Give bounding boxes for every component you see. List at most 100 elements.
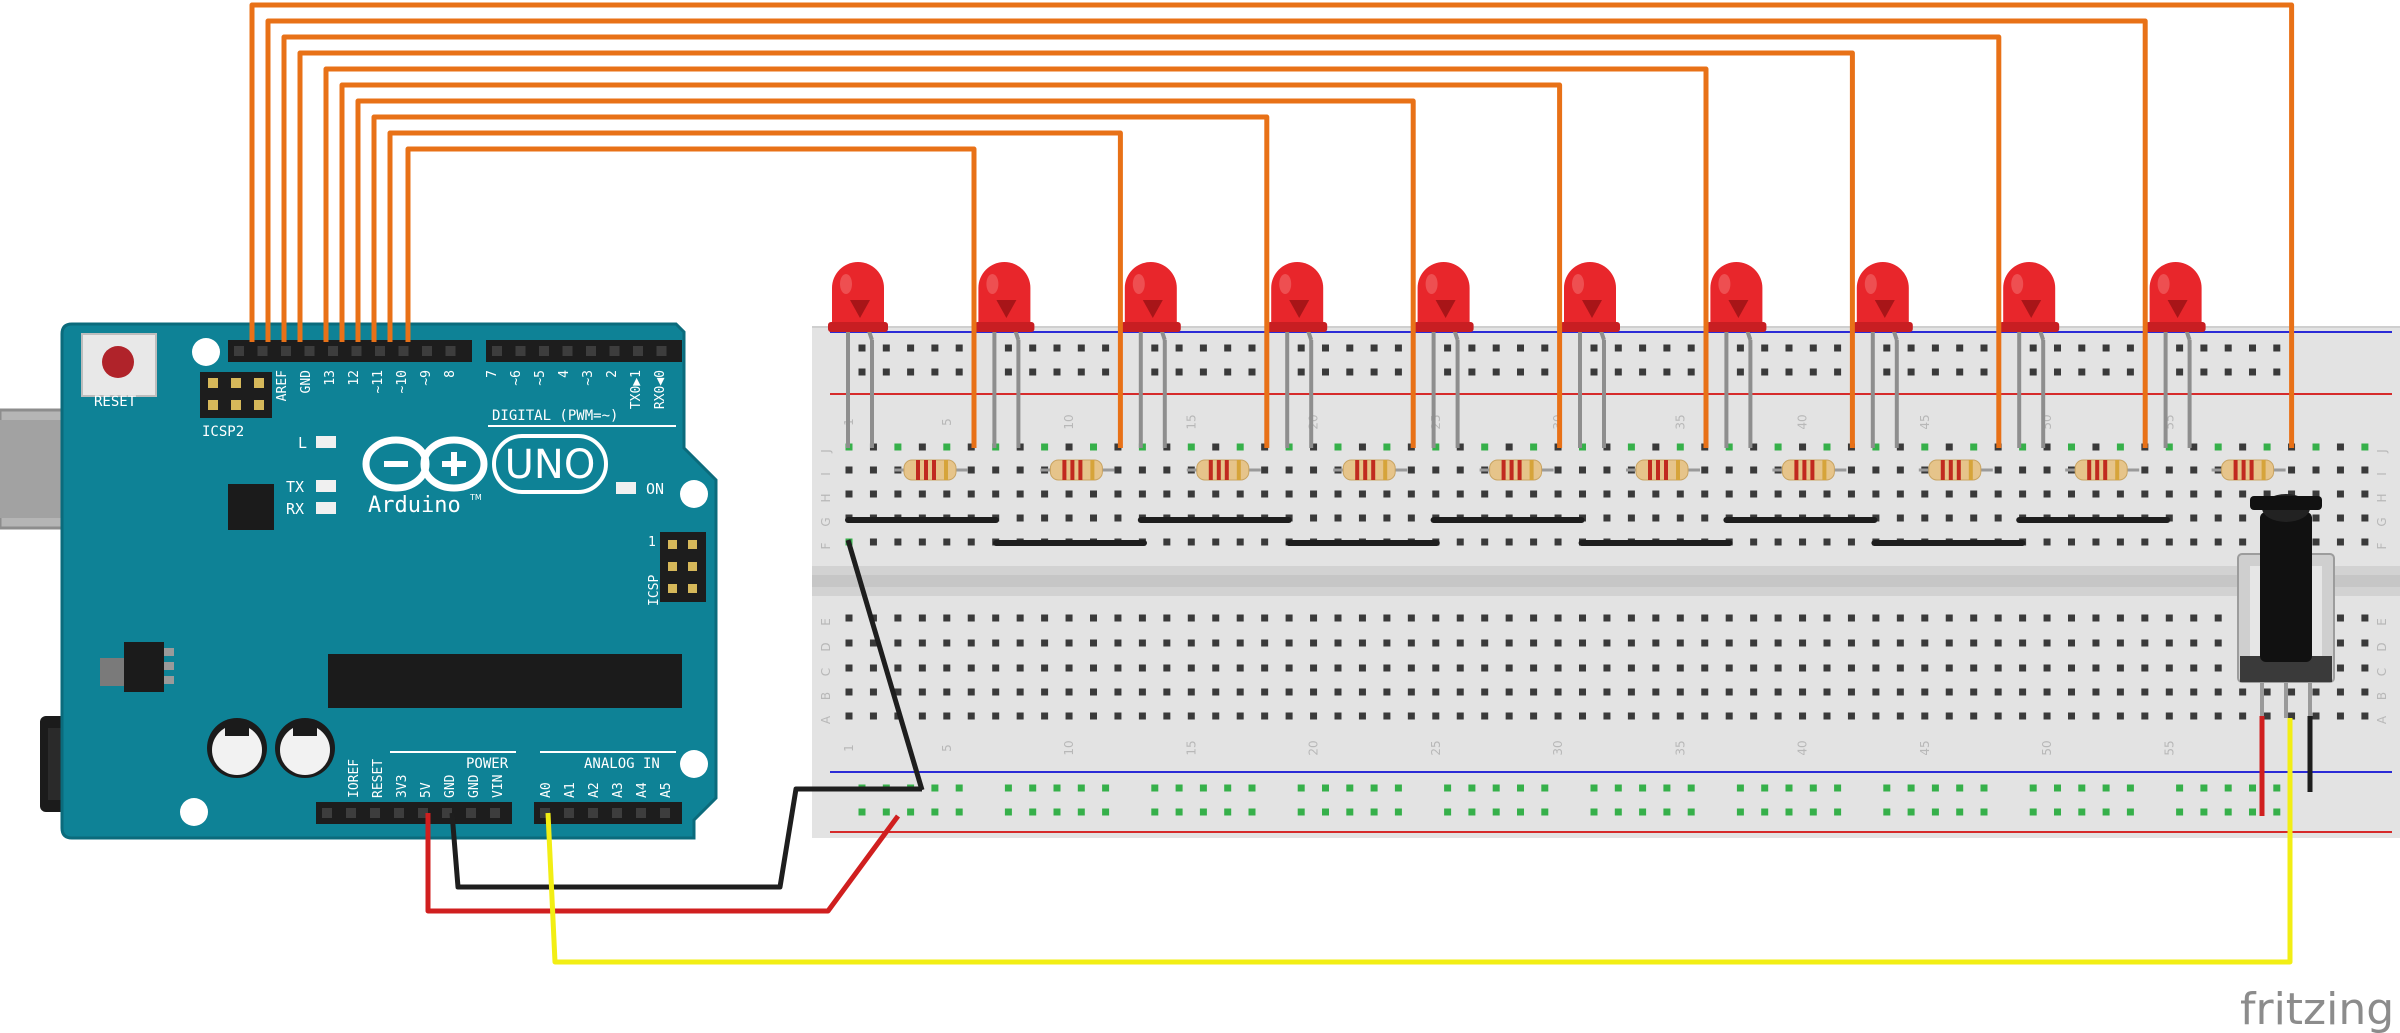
breadboard-hole[interactable] xyxy=(2116,443,2124,451)
breadboard-hole[interactable] xyxy=(2068,614,2075,622)
rail-hole[interactable] xyxy=(1077,368,1085,376)
breadboard-hole[interactable] xyxy=(992,712,1000,720)
breadboard-hole[interactable] xyxy=(2288,712,2296,720)
breadboard-hole[interactable] xyxy=(2190,712,2198,720)
rail-hole[interactable] xyxy=(1541,344,1549,352)
breadboard-hole[interactable] xyxy=(1896,514,1904,522)
breadboard-hole[interactable] xyxy=(2165,614,2173,622)
rail-hole[interactable] xyxy=(1346,808,1354,816)
digital-header-pin[interactable] xyxy=(656,346,667,356)
breadboard-hole[interactable] xyxy=(1994,514,2002,522)
breadboard-hole[interactable] xyxy=(1212,443,1220,451)
rail-hole[interactable] xyxy=(2176,808,2184,816)
breadboard-hole[interactable] xyxy=(1676,443,1684,451)
breadboard-hole[interactable] xyxy=(2263,443,2271,451)
power-header-pin[interactable] xyxy=(346,808,356,818)
rail-hole[interactable] xyxy=(858,344,866,352)
breadboard-hole[interactable] xyxy=(2190,614,2198,622)
breadboard-hole[interactable] xyxy=(1750,490,1758,498)
breadboard-hole[interactable] xyxy=(1138,614,1146,622)
breadboard-hole[interactable] xyxy=(1994,664,2002,672)
breadboard-hole[interactable] xyxy=(1627,639,1635,647)
breadboard-hole[interactable] xyxy=(1750,614,1758,622)
breadboard-hole[interactable] xyxy=(2312,538,2320,546)
rail-hole[interactable] xyxy=(1029,808,1037,816)
rail-hole[interactable] xyxy=(2249,784,2256,792)
rail-hole[interactable] xyxy=(2126,344,2134,352)
breadboard-hole[interactable] xyxy=(1456,443,1464,451)
rail-hole[interactable] xyxy=(2054,808,2061,816)
rail-hole[interactable] xyxy=(1004,344,1012,352)
digital-header-pin[interactable] xyxy=(492,346,502,356)
breadboard-hole[interactable] xyxy=(1212,538,1220,546)
breadboard-hole[interactable] xyxy=(2043,490,2051,498)
breadboard-hole[interactable] xyxy=(1065,490,1073,498)
breadboard-hole[interactable] xyxy=(1358,490,1366,498)
breadboard-hole[interactable] xyxy=(1041,688,1049,696)
breadboard-hole[interactable] xyxy=(1383,514,1391,522)
rail-hole[interactable] xyxy=(2126,368,2134,376)
power-header-pin[interactable] xyxy=(394,808,404,818)
breadboard-hole[interactable] xyxy=(1896,443,1904,451)
breadboard-hole[interactable] xyxy=(1847,538,1855,546)
breadboard-hole[interactable] xyxy=(1481,688,1489,696)
rail-hole[interactable] xyxy=(907,368,915,376)
rail-hole[interactable] xyxy=(1175,784,1183,792)
rail-hole[interactable] xyxy=(1492,344,1500,352)
breadboard-hole[interactable] xyxy=(967,538,975,546)
breadboard-hole[interactable] xyxy=(1187,490,1195,498)
rail-hole[interactable] xyxy=(2273,784,2281,792)
breadboard-hole[interactable] xyxy=(2019,443,2027,451)
breadboard-hole[interactable] xyxy=(1261,614,1269,622)
breadboard-hole[interactable] xyxy=(2214,443,2222,451)
rail-hole[interactable] xyxy=(1639,344,1647,352)
rail-hole[interactable] xyxy=(2102,784,2110,792)
breadboard-hole[interactable] xyxy=(1847,466,1855,474)
breadboard-hole[interactable] xyxy=(1187,664,1195,672)
breadboard-hole[interactable] xyxy=(2068,688,2075,696)
breadboard-hole[interactable] xyxy=(1383,614,1391,622)
breadboard-hole[interactable] xyxy=(992,664,1000,672)
breadboard-hole[interactable] xyxy=(1994,614,2002,622)
breadboard-hole[interactable] xyxy=(1285,688,1293,696)
breadboard-hole[interactable] xyxy=(2214,664,2222,672)
breadboard-hole[interactable] xyxy=(2214,614,2222,622)
breadboard-hole[interactable] xyxy=(1016,639,1024,647)
rail-hole[interactable] xyxy=(1809,808,1817,816)
breadboard-hole[interactable] xyxy=(1652,688,1660,696)
breadboard-hole[interactable] xyxy=(1774,490,1782,498)
rail-hole[interactable] xyxy=(882,368,890,376)
rail-hole[interactable] xyxy=(1907,808,1915,816)
breadboard-hole[interactable] xyxy=(1114,639,1122,647)
breadboard-hole[interactable] xyxy=(1725,664,1733,672)
rail-hole[interactable] xyxy=(1151,368,1159,376)
rail-hole[interactable] xyxy=(1785,784,1793,792)
breadboard-hole[interactable] xyxy=(1163,664,1171,672)
rail-hole[interactable] xyxy=(1639,784,1647,792)
breadboard-hole[interactable] xyxy=(1163,712,1171,720)
breadboard-hole[interactable] xyxy=(1310,514,1318,522)
breadboard-hole[interactable] xyxy=(1456,614,1464,622)
breadboard-hole[interactable] xyxy=(1261,639,1269,647)
breadboard-hole[interactable] xyxy=(1358,712,1366,720)
rail-hole[interactable] xyxy=(907,344,915,352)
breadboard-hole[interactable] xyxy=(2068,639,2075,647)
breadboard-hole[interactable] xyxy=(2092,443,2100,451)
rail-hole[interactable] xyxy=(1663,784,1671,792)
rail-hole[interactable] xyxy=(2102,368,2110,376)
rail-hole[interactable] xyxy=(2224,808,2232,816)
breadboard-hole[interactable] xyxy=(1970,514,1978,522)
breadboard-hole[interactable] xyxy=(2312,712,2320,720)
breadboard-hole[interactable] xyxy=(1627,712,1635,720)
breadboard-hole[interactable] xyxy=(1212,614,1220,622)
digital-header-pin[interactable] xyxy=(445,346,456,356)
breadboard-hole[interactable] xyxy=(1554,466,1562,474)
breadboard-hole[interactable] xyxy=(1163,639,1171,647)
breadboard-hole[interactable] xyxy=(1872,614,1880,622)
breadboard-hole[interactable] xyxy=(1041,614,1049,622)
breadboard-hole[interactable] xyxy=(1090,514,1097,522)
breadboard-hole[interactable] xyxy=(2116,712,2124,720)
rail-hole[interactable] xyxy=(1370,344,1378,352)
rail-hole[interactable] xyxy=(2200,344,2208,352)
breadboard-hole[interactable] xyxy=(1505,614,1513,622)
